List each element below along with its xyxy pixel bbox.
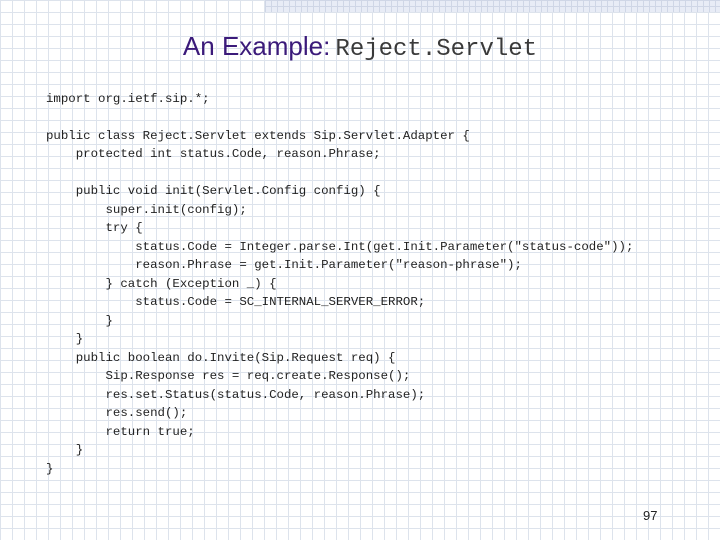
code-line: res.set.Status(status.Code, reason.Phras… bbox=[46, 388, 426, 402]
code-line: public boolean do.Invite(Sip.Request req… bbox=[46, 351, 396, 365]
code-line: super.init(config); bbox=[46, 203, 247, 217]
code-line: status.Code = Integer.parse.Int(get.Init… bbox=[46, 240, 634, 254]
page-number: 97 bbox=[643, 508, 658, 523]
code-line: protected int status.Code, reason.Phrase… bbox=[46, 147, 381, 161]
slide-title: An Example: Reject.Servlet bbox=[0, 28, 720, 68]
code-line: } bbox=[46, 314, 113, 328]
code-line: } bbox=[46, 462, 54, 476]
code-line: status.Code = SC_INTERNAL_SERVER_ERROR; bbox=[46, 295, 426, 309]
code-line: Sip.Response res = req.create.Response()… bbox=[46, 369, 411, 383]
title-prefix: An Example: bbox=[182, 31, 331, 61]
decorative-grid-band bbox=[265, 0, 720, 12]
code-line: try { bbox=[46, 221, 143, 235]
code-line: return true; bbox=[46, 425, 195, 439]
code-line: public class Reject.Servlet extends Sip.… bbox=[46, 129, 470, 143]
code-line: } bbox=[46, 332, 84, 346]
code-line: res.send(); bbox=[46, 406, 188, 420]
code-line: import org.ietf.sip.*; bbox=[46, 92, 210, 106]
code-line: } bbox=[46, 443, 84, 457]
title-code: Reject.Servlet bbox=[335, 36, 538, 63]
code-line: } catch (Exception _) { bbox=[46, 277, 277, 291]
code-line: public void init(Servlet.Config config) … bbox=[46, 184, 381, 198]
code-line: reason.Phrase = get.Init.Parameter("reas… bbox=[46, 258, 522, 272]
